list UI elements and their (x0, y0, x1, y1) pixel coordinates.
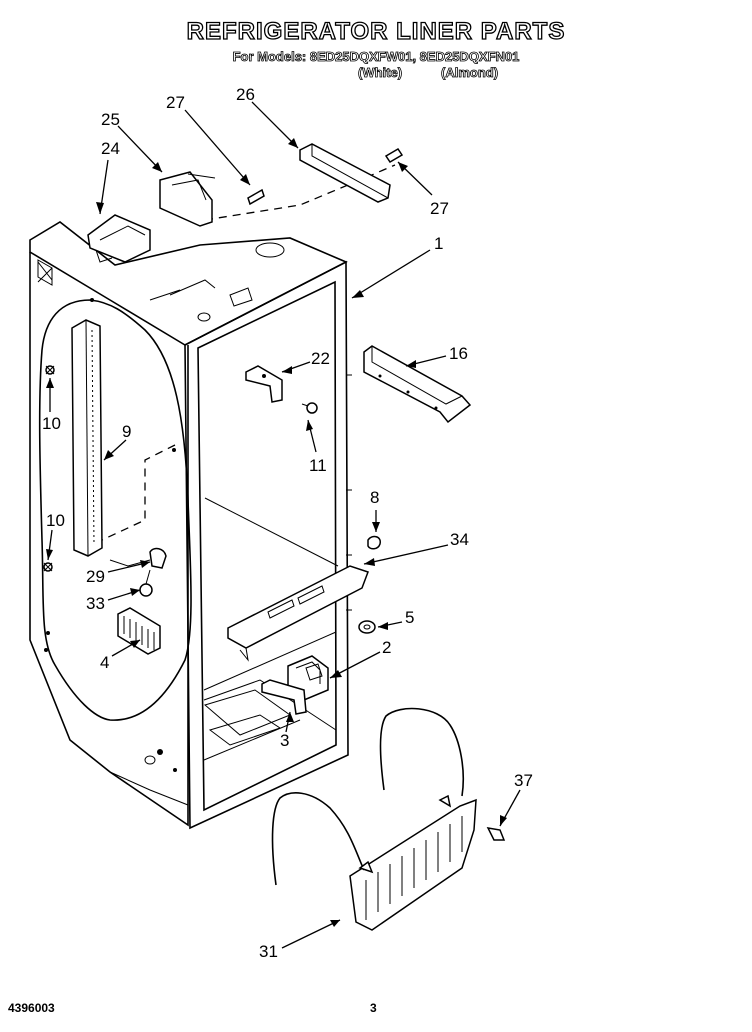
callout-1: 1 (434, 234, 443, 253)
mount-guide-27-26 (204, 164, 396, 221)
callout-labels: 27 26 25 24 27 1 22 16 10 9 11 8 10 34 2… (42, 85, 533, 961)
callout-37: 37 (514, 771, 533, 790)
callout-25: 25 (101, 110, 120, 129)
part-24-housing (87, 214, 151, 263)
part-10-screw-top (45, 365, 55, 375)
part-29-socket (109, 547, 167, 569)
part-22-bracket (245, 365, 283, 403)
callout-33: 33 (86, 594, 105, 613)
arrowheads (46, 138, 507, 927)
callout-34: 34 (450, 530, 469, 549)
part-3-bracket (261, 679, 307, 715)
page-title: REFRIGERATOR LINER PARTS (186, 17, 566, 45)
part-16-shelf-bracket (363, 345, 472, 424)
part-27-screw-left (247, 188, 265, 206)
part-34-cover (227, 565, 369, 662)
part-4-vent-grille (117, 607, 161, 655)
models-line: For Models: 8ED25DQXFW01, 8ED25DQXFN01 (232, 49, 520, 65)
callout-16: 16 (449, 344, 468, 363)
callout-11: 11 (309, 456, 327, 475)
part-9-channel (71, 319, 103, 557)
callout-10-top: 10 (42, 414, 61, 433)
footer-page-number: 3 (370, 1001, 377, 1015)
variant-white-label: (White) (358, 65, 403, 81)
part-11-screw (301, 402, 318, 414)
part-5-grommet (358, 620, 376, 634)
callout-10-bottom: 10 (46, 511, 65, 530)
callout-4: 4 (100, 653, 109, 672)
part-33-bulb (139, 569, 153, 597)
callout-27-top-left: 27 (166, 93, 185, 112)
part-10-screw-bottom (43, 562, 53, 572)
part-31-heater-pad (271, 707, 477, 931)
callout-8: 8 (370, 488, 379, 507)
callout-3: 3 (280, 731, 289, 750)
variant-almond-label: (Almond) (441, 65, 499, 81)
callout-2: 2 (382, 638, 391, 657)
callout-27-right: 27 (430, 199, 449, 218)
part-25-bracket (159, 171, 216, 227)
callout-9: 9 (122, 422, 131, 441)
callout-22: 22 (311, 349, 330, 368)
callout-31: 31 (259, 942, 278, 961)
callout-5: 5 (405, 608, 414, 627)
liner-assembly (29, 221, 352, 830)
callout-26: 26 (236, 85, 255, 104)
part-8-clip (367, 535, 381, 550)
part-27-screw-right (384, 147, 404, 164)
part-26-rail (299, 143, 391, 203)
part-37-screw (486, 827, 506, 841)
callout-24: 24 (101, 139, 120, 158)
footer-part-number: 4396003 (8, 1001, 55, 1015)
callout-29: 29 (86, 567, 105, 586)
